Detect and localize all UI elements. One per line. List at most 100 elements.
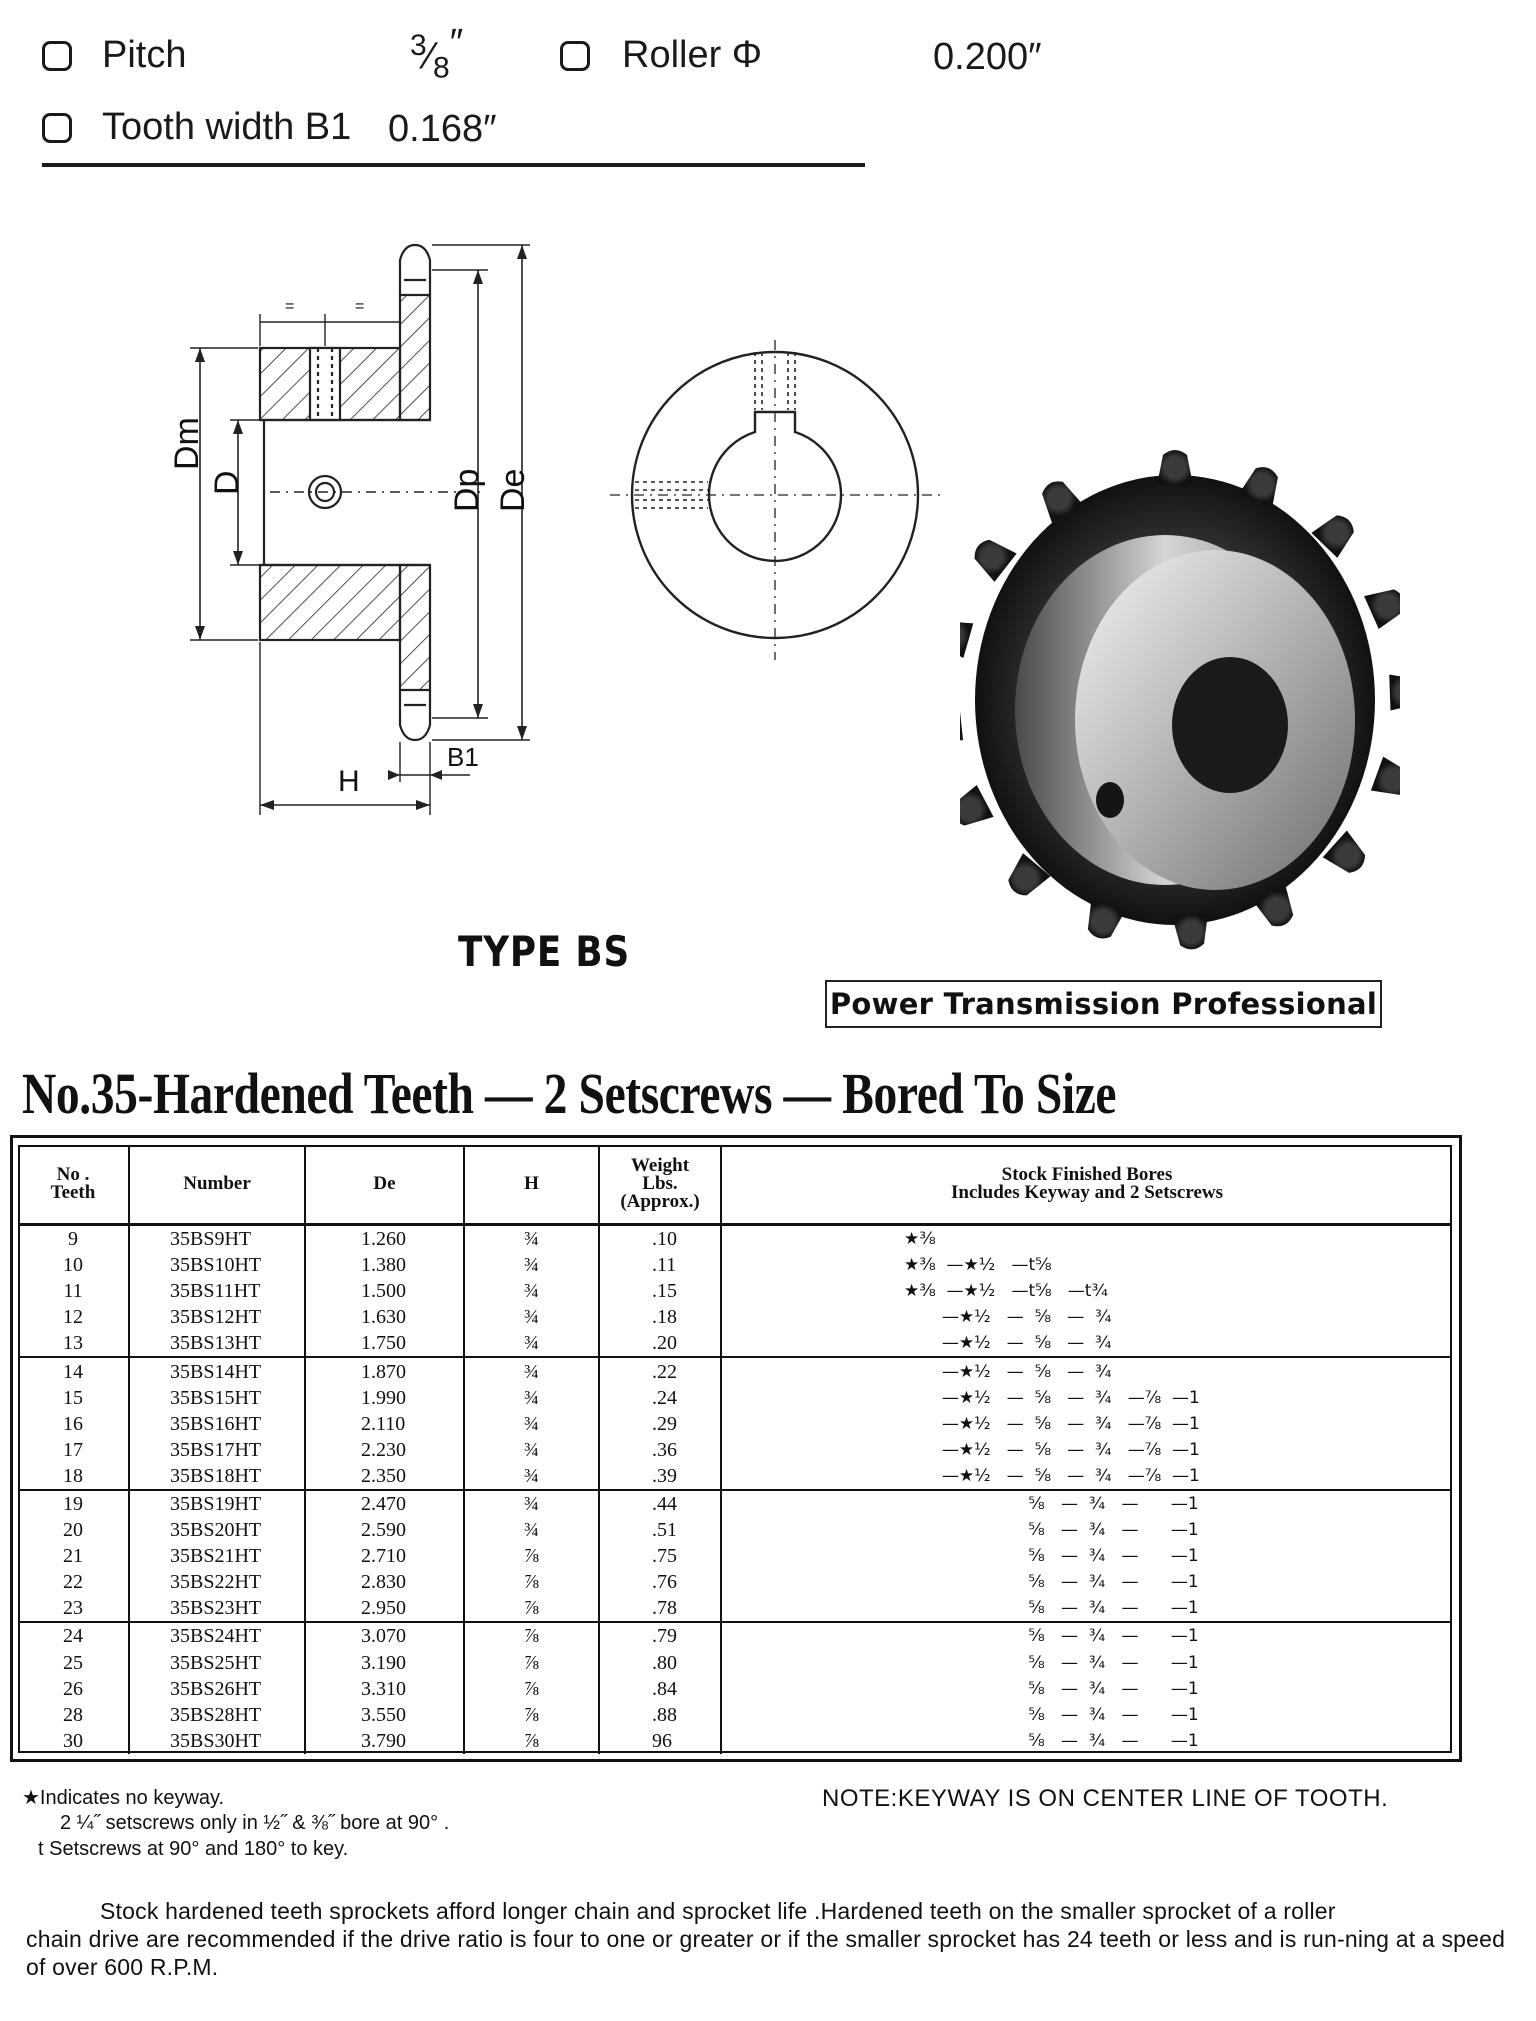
- cell-h: ⅞: [463, 1622, 599, 1650]
- bores-text: ⅝ — ¾ — —1: [904, 1678, 1199, 1699]
- bores-text: —★½ — ⅝ — ¾: [904, 1333, 1112, 1354]
- type-label: TYPE BS: [458, 927, 631, 976]
- cell-teeth: 25: [63, 1651, 83, 1674]
- cell-bores: ⅝ — ¾ — —1: [720, 1727, 1452, 1754]
- h-label: H: [338, 765, 360, 798]
- header-bores-line2: Includes Keyway and 2 Setscrews: [951, 1182, 1223, 1203]
- roller-spec: Roller Φ: [560, 34, 762, 77]
- cell-bores: —★½ — ⅝ — ¾: [720, 1357, 1452, 1385]
- cell-weight: .10: [598, 1224, 721, 1253]
- description-line-1: Stock hardened teeth sprockets afford lo…: [100, 1898, 1336, 1924]
- description-paragraph: Stock hardened teeth sprockets afford lo…: [26, 1897, 1526, 1981]
- cell-weight: .84: [598, 1675, 721, 1702]
- note-setscrews: 2 ¼˝ setscrews only in ½˝ & ⅜˝ bore at 9…: [60, 1812, 450, 1834]
- cell-number: 35BS25HT: [128, 1649, 305, 1676]
- brand-badge-text: Power Transmission Professional: [829, 987, 1378, 1021]
- cell-de: 2.350: [304, 1462, 464, 1491]
- pitch-checkbox[interactable]: [42, 40, 72, 71]
- cell-number: 35BS17HT: [128, 1436, 305, 1463]
- cell-h: ¾: [463, 1384, 599, 1411]
- cell-bores: —★½ — ⅝ — ¾ —⅞ —1: [720, 1462, 1452, 1491]
- cell-teeth: 12: [63, 1306, 83, 1329]
- bores-text: ⅝ — ¾ — —1: [904, 1730, 1199, 1751]
- cell-h: ¾: [463, 1357, 599, 1385]
- cell-teeth: 28: [63, 1703, 83, 1726]
- tooth-width-checkbox[interactable]: [42, 112, 72, 143]
- cell-weight: .88: [598, 1701, 721, 1728]
- cell-bores: ⅝ — ¾ — —1: [720, 1569, 1452, 1596]
- dp-label: Dp: [448, 468, 486, 512]
- cell-weight: .78: [598, 1595, 721, 1624]
- bores-text: ⅝ — ¾ — —1: [904, 1493, 1199, 1514]
- bores-text: ⅝ — ¾ — —1: [904, 1598, 1199, 1619]
- table-outer-frame: [10, 1135, 1462, 1762]
- cell-bores: ★⅜: [720, 1224, 1452, 1253]
- cell-number: 35BS11HT: [128, 1278, 305, 1305]
- cell-h: ¾: [463, 1278, 599, 1305]
- cell-number: 35BS10HT: [128, 1252, 305, 1279]
- pitch-value: 3⁄8″: [410, 22, 464, 85]
- d-label: D: [208, 470, 246, 495]
- pitch-spec: Pitch: [42, 34, 186, 77]
- header-weight-line2: Lbs.: [642, 1173, 678, 1194]
- cell-bores: —★½ — ⅝ — ¾ —⅞ —1: [720, 1410, 1452, 1437]
- cell-h: ¾: [463, 1410, 599, 1437]
- bores-text: —★½ — ⅝ — ¾ —⅞ —1: [904, 1465, 1200, 1486]
- header-divider: [42, 163, 865, 167]
- cell-de: 2.710: [304, 1543, 464, 1570]
- cell-teeth: 16: [63, 1412, 83, 1435]
- cell-h: ¾: [463, 1224, 599, 1253]
- cell-weight: .22: [598, 1357, 721, 1385]
- cell-bores: ⅝ — ¾ — —1: [720, 1701, 1452, 1728]
- bores-text: ⅝ — ¾ — —1: [904, 1704, 1199, 1725]
- cell-de: 2.950: [304, 1595, 464, 1624]
- table-inner-frame: [18, 1145, 1452, 1753]
- cell-weight: .11: [598, 1252, 721, 1279]
- bores-text: ⅝ — ¾ — —1: [904, 1652, 1199, 1673]
- sprocket-section-drawing: [190, 243, 530, 815]
- cell-number: 35BS26HT: [128, 1675, 305, 1702]
- note-star: ★Indicates no keyway.: [22, 1787, 225, 1809]
- cell-de: 1.750: [304, 1330, 464, 1359]
- pitch-denominator: 8: [433, 51, 450, 85]
- bores-text: —★½ — ⅝ — ¾ —⅞ —1: [904, 1413, 1200, 1434]
- roller-checkbox[interactable]: [560, 40, 590, 71]
- cell-de: 1.630: [304, 1304, 464, 1331]
- cell-h: ⅞: [463, 1675, 599, 1702]
- cell-de: 1.500: [304, 1278, 464, 1305]
- equal-mark-left: =: [285, 298, 295, 315]
- cell-bores: ⅝ — ¾ — —1: [720, 1649, 1452, 1676]
- cell-de: 2.590: [304, 1517, 464, 1544]
- bores-text: —★½ — ⅝ — ¾: [904, 1307, 1112, 1328]
- cell-number: 35BS21HT: [128, 1543, 305, 1570]
- cell-h: ¾: [463, 1304, 599, 1331]
- header-teeth-line2: Teeth: [50, 1182, 96, 1203]
- note-dagger: t Setscrews at 90° and 180° to key.: [38, 1838, 349, 1860]
- bores-text: —★½ — ⅝ — ¾ —⅞ —1: [904, 1387, 1200, 1408]
- cell-de: 1.260: [304, 1224, 464, 1253]
- header-weight-line1: Weight: [630, 1155, 690, 1176]
- cell-weight: .76: [598, 1569, 721, 1596]
- cell-weight: .80: [598, 1649, 721, 1676]
- col-header-number: Number: [128, 1145, 305, 1226]
- cell-h: ¾: [463, 1252, 599, 1279]
- cell-bores: ★⅜ —★½ —t⅝: [720, 1252, 1452, 1279]
- cell-h: ⅞: [463, 1543, 599, 1570]
- cell-number: 35BS19HT: [128, 1489, 305, 1518]
- bores-text: ⅝ — ¾ — —1: [904, 1520, 1199, 1541]
- cell-bores: ★⅜ —★½ —t⅝ —t¾: [720, 1278, 1452, 1305]
- cell-weight: 96: [598, 1727, 721, 1754]
- cell-weight: .39: [598, 1462, 721, 1491]
- brand-badge: Power Transmission Professional: [825, 980, 1382, 1028]
- cell-teeth: 23: [18, 1595, 129, 1624]
